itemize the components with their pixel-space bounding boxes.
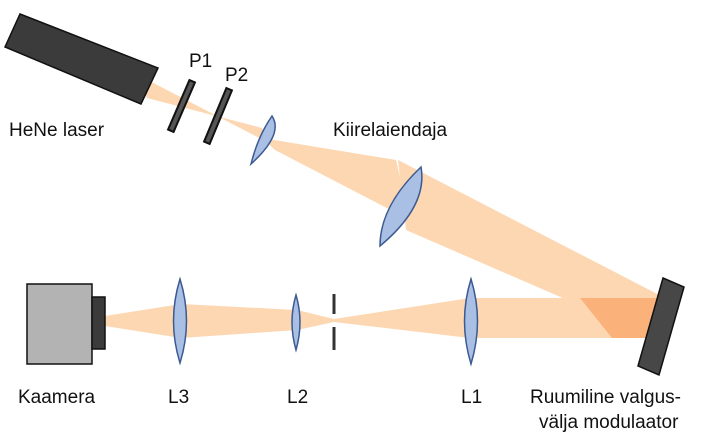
beam-overlap-region bbox=[580, 298, 665, 338]
beam-expanding bbox=[262, 138, 410, 220]
polarizer-p1-highlight bbox=[169, 81, 194, 131]
beam-laser-to-focus bbox=[140, 76, 267, 142]
label-l1: L1 bbox=[461, 387, 482, 408]
beam-collimated-to-slm bbox=[398, 160, 665, 335]
polarizer-p2-highlight bbox=[205, 89, 231, 143]
label-l2: L2 bbox=[287, 387, 308, 408]
camera-lens-mount bbox=[91, 296, 106, 350]
label-p1: P1 bbox=[189, 51, 212, 72]
beam-l1-to-pinhole bbox=[334, 298, 470, 338]
spatial-light-modulator bbox=[637, 276, 685, 377]
hene-laser-body bbox=[3, 13, 160, 105]
label-slm-line1: Ruumiline valgus- bbox=[530, 387, 681, 408]
label-beam-expander: Kiirelaiendaja bbox=[333, 120, 448, 141]
label-l3: L3 bbox=[168, 387, 189, 408]
lens-l1 bbox=[463, 276, 479, 367]
label-p2: P2 bbox=[225, 65, 248, 86]
lens-l3 bbox=[172, 276, 188, 366]
camera-body bbox=[26, 283, 93, 365]
beam-l3-to-camera bbox=[105, 304, 181, 338]
beam-pinhole-to-l2 bbox=[297, 310, 334, 330]
expander-lens-small bbox=[249, 114, 276, 167]
beam-l2-to-l3 bbox=[181, 304, 297, 338]
expander-lens-large bbox=[379, 165, 423, 248]
label-slm-line2: välja modulaator bbox=[539, 412, 679, 433]
laser-beam-paths bbox=[105, 76, 665, 338]
label-hene-laser: HeNe laser bbox=[9, 120, 105, 141]
lens-l2 bbox=[291, 292, 301, 353]
label-camera: Kaamera bbox=[18, 387, 96, 408]
